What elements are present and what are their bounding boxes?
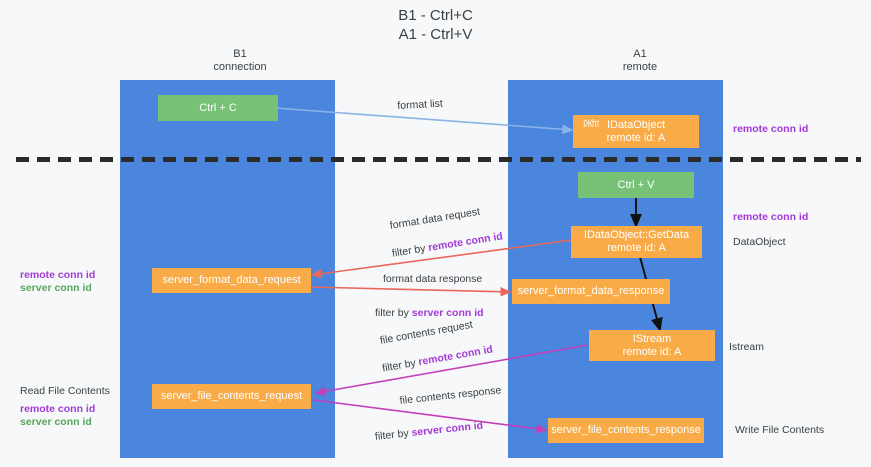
node-idataobject[interactable]: IЖfтI IDataObject remote id: A — [573, 115, 699, 148]
filter-key-remote-conn-id: remote conn id — [417, 343, 494, 369]
filter-prefix: filter by — [391, 242, 430, 260]
annotation-dataobject: DataObject — [733, 236, 786, 248]
node-istream[interactable]: IStream remote id: A — [589, 330, 715, 361]
annotation-read-file-contents: Read File Contents — [20, 385, 110, 397]
edge-label-file-contents-request-group: file contents request filter by remote c… — [379, 319, 494, 376]
edge-label-file-contents-response-group: file contents response filter by server … — [374, 384, 501, 444]
annotation-read-server-conn-id: server conn id — [20, 416, 92, 428]
annotation-left-remote-conn-id: remote conn id — [20, 269, 96, 281]
node-server-file-contents-response[interactable]: server_file_contents_response — [548, 418, 704, 443]
filter-prefix: filter by — [381, 356, 420, 375]
annotation-remote-conn-id-top: remote conn id — [733, 123, 809, 135]
node-ctrl-v[interactable]: Ctrl + V — [578, 172, 694, 198]
filter-key-remote-conn-id: remote conn id — [427, 230, 504, 254]
edge-label-format-data-response-filter: filter by server conn id — [375, 294, 484, 320]
node-server-format-data-request[interactable]: server_format_data_request — [152, 268, 311, 293]
annotation-read-remote-conn-id: remote conn id — [20, 403, 96, 415]
edge-label-format-data-response: format data response — [383, 273, 483, 285]
filter-key-server-conn-id: server conn id — [410, 419, 484, 440]
filter-prefix: filter by — [374, 427, 413, 443]
annotation-left-server-conn-id: server conn id — [20, 282, 92, 294]
node-idataobject-ghost-artifact: IЖfтI — [582, 118, 599, 130]
edge-label-file-contents-response-filter: filter by server conn id — [373, 405, 503, 444]
edge-label-file-contents-response: file contents response — [399, 384, 502, 407]
edge-label-format-data-response-group: format data response filter by server co… — [375, 273, 484, 320]
node-ctrl-c[interactable]: Ctrl + C — [158, 95, 278, 121]
node-server-file-contents-request[interactable]: server_file_contents_request — [152, 384, 311, 409]
phase-separator — [16, 157, 861, 162]
annotation-istream: Istream — [729, 341, 765, 353]
filter-key-server-conn-id: server conn id — [411, 307, 484, 319]
filter-prefix: filter by — [375, 307, 412, 319]
annotation-remote-conn-id-mid: remote conn id — [733, 211, 809, 223]
node-server-format-data-response[interactable]: server_format_data_response — [512, 279, 670, 304]
edge-label-format-list: format list — [397, 97, 444, 112]
node-idataobject-getdata[interactable]: IDataObject::GetData remote id: A — [571, 226, 702, 258]
annotation-write-file-contents: Write File Contents — [735, 424, 825, 436]
diagram-title: B1 - Ctrl+C A1 - Ctrl+V — [398, 7, 473, 43]
column-header-a1: A1 remote — [622, 48, 658, 73]
edge-label-format-data-request-group: format data request filter by remote con… — [389, 206, 504, 261]
node-idataobject-label: IDataObject remote id: A — [606, 118, 666, 144]
column-header-b1: B1 connection — [213, 48, 267, 73]
